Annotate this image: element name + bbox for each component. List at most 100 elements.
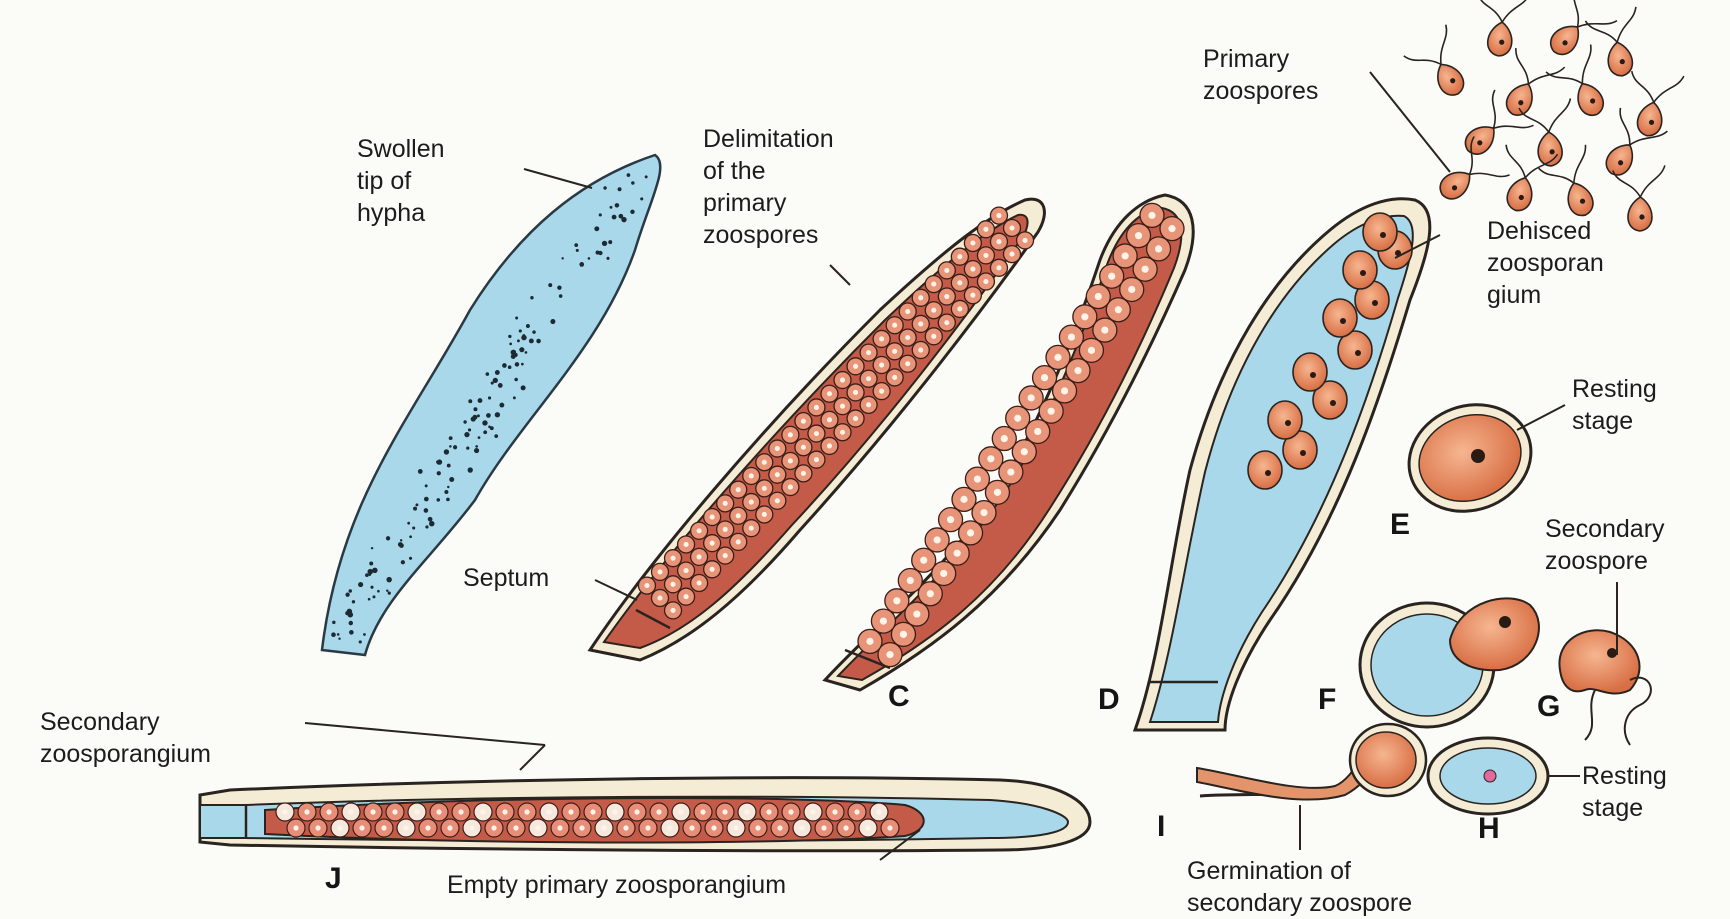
- stage-letter-f: F: [1318, 683, 1336, 717]
- spore-nucleus: [801, 419, 806, 424]
- primary-zoospore: [1534, 0, 1617, 68]
- spore-nucleus: [970, 240, 975, 245]
- granule: [491, 381, 494, 384]
- granule: [345, 593, 349, 597]
- spore-nucleus: [1041, 374, 1048, 381]
- granule: [645, 175, 648, 178]
- granule: [477, 414, 480, 417]
- granule: [513, 396, 516, 399]
- stage-letter-e: E: [1390, 508, 1410, 542]
- spore-nucleus: [1101, 326, 1108, 333]
- granule: [453, 445, 457, 449]
- granule: [386, 589, 388, 591]
- leader-swollen-tip: [524, 169, 592, 188]
- spore-nucleus: [957, 306, 962, 311]
- granule: [399, 543, 404, 548]
- granule: [449, 436, 453, 440]
- stage-letter-c: C: [888, 680, 910, 714]
- spore-nucleus: [801, 445, 806, 450]
- spore-nucleus: [853, 416, 858, 421]
- label-secondary-zoosporangium: Secondary zoosporangium: [40, 706, 211, 770]
- spore-nucleus: [866, 350, 871, 355]
- spore-nucleus: [684, 542, 689, 547]
- granule: [468, 399, 472, 403]
- granule: [619, 214, 624, 219]
- granule: [509, 342, 512, 345]
- leader-delimitation: [830, 265, 850, 285]
- granule: [499, 403, 504, 408]
- granule: [559, 294, 563, 298]
- granule: [508, 365, 512, 369]
- stage-letter-j: J: [325, 862, 342, 896]
- spore-nucleus: [907, 577, 914, 584]
- spore-nucleus: [960, 496, 967, 503]
- granule: [367, 569, 373, 575]
- granule: [508, 335, 511, 338]
- spore-nucleus: [927, 590, 934, 597]
- leader-secondary-zoosporangium-a: [305, 723, 545, 745]
- spore-nucleus: [1285, 420, 1291, 426]
- granule: [412, 526, 415, 529]
- granule: [425, 484, 428, 487]
- granule: [372, 595, 375, 598]
- spore-nucleus: [918, 347, 923, 352]
- granule: [444, 490, 448, 494]
- spore-nucleus: [1088, 347, 1095, 354]
- granule: [424, 497, 429, 502]
- granule: [436, 498, 440, 502]
- granule: [386, 536, 390, 540]
- spore-nucleus: [944, 268, 949, 273]
- stage-letter-i: I: [1157, 810, 1165, 844]
- spore-nucleus: [1022, 238, 1027, 243]
- label-swollen-tip: Swollen tip of hypha: [357, 133, 445, 229]
- spore-nucleus: [684, 594, 689, 599]
- granule: [486, 413, 491, 418]
- spore-nucleus: [788, 432, 793, 437]
- label-resting-stage-bottom: Resting stage: [1582, 760, 1667, 824]
- granule: [449, 445, 452, 448]
- granule: [447, 464, 451, 468]
- spore-nucleus: [996, 213, 1001, 218]
- spore-nucleus: [974, 475, 981, 482]
- spore-nucleus: [1300, 450, 1306, 456]
- spore-nucleus: [996, 239, 1001, 244]
- granule: [464, 432, 469, 437]
- granule: [388, 591, 391, 594]
- spore-nucleus: [670, 582, 675, 587]
- granule: [561, 257, 563, 259]
- granule: [466, 446, 469, 449]
- spore-nucleus: [1135, 232, 1142, 239]
- spore-nucleus: [940, 570, 947, 577]
- spore-nucleus: [1330, 400, 1336, 406]
- granule: [370, 586, 373, 589]
- granule: [630, 210, 634, 214]
- spore-nucleus: [827, 417, 832, 422]
- spore-nucleus: [723, 501, 728, 506]
- spore-nucleus: [1108, 273, 1115, 280]
- zoospore-cells-d: [858, 203, 1184, 666]
- granule: [521, 363, 524, 366]
- granule: [437, 461, 440, 464]
- granule: [618, 187, 622, 191]
- spore-nucleus: [931, 334, 936, 339]
- granule: [482, 420, 487, 425]
- spore-nucleus: [1128, 286, 1135, 293]
- spore-nucleus: [905, 361, 910, 366]
- spore-nucleus: [996, 265, 1001, 270]
- granule: [548, 283, 552, 287]
- spore-nucleus: [866, 376, 871, 381]
- granule: [521, 385, 526, 390]
- granule: [557, 285, 561, 289]
- spore-nucleus: [1054, 354, 1061, 361]
- spore-nucleus: [1074, 367, 1081, 374]
- spore-nucleus: [983, 227, 988, 232]
- spore-nucleus: [947, 516, 954, 523]
- spore-nucleus: [920, 557, 927, 564]
- granule: [475, 445, 478, 448]
- granule: [349, 589, 352, 592]
- granule: [536, 339, 541, 344]
- primary-zoospore: [1543, 45, 1618, 127]
- spore-nucleus: [1009, 252, 1014, 257]
- spore-nucleus: [749, 500, 754, 505]
